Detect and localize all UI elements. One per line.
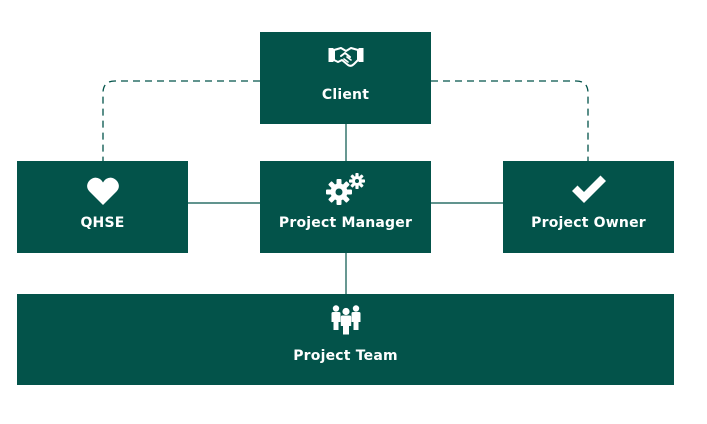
- qhse-node: QHSE: [17, 161, 188, 253]
- client-label: Client: [321, 87, 370, 103]
- gears-icon: [325, 173, 365, 205]
- heart-icon: [86, 177, 119, 205]
- project-team-label: Project Team: [293, 348, 398, 364]
- project-owner-node: Project Owner: [503, 161, 674, 253]
- qhse-label: QHSE: [80, 215, 125, 231]
- people-group-icon: [331, 305, 360, 335]
- connector-client-owner-dashed: [431, 80, 589, 161]
- project-owner-label: Project Owner: [531, 215, 646, 231]
- project-manager-node: Project Manager: [260, 161, 431, 253]
- connector-client-qhse-dashed: [102, 80, 260, 161]
- client-node: Client: [260, 32, 431, 124]
- project-team-node: Project Team: [17, 294, 674, 385]
- project-manager-label: Project Manager: [278, 215, 413, 231]
- checkmark-icon: [571, 175, 606, 203]
- handshake-icon: [328, 47, 363, 67]
